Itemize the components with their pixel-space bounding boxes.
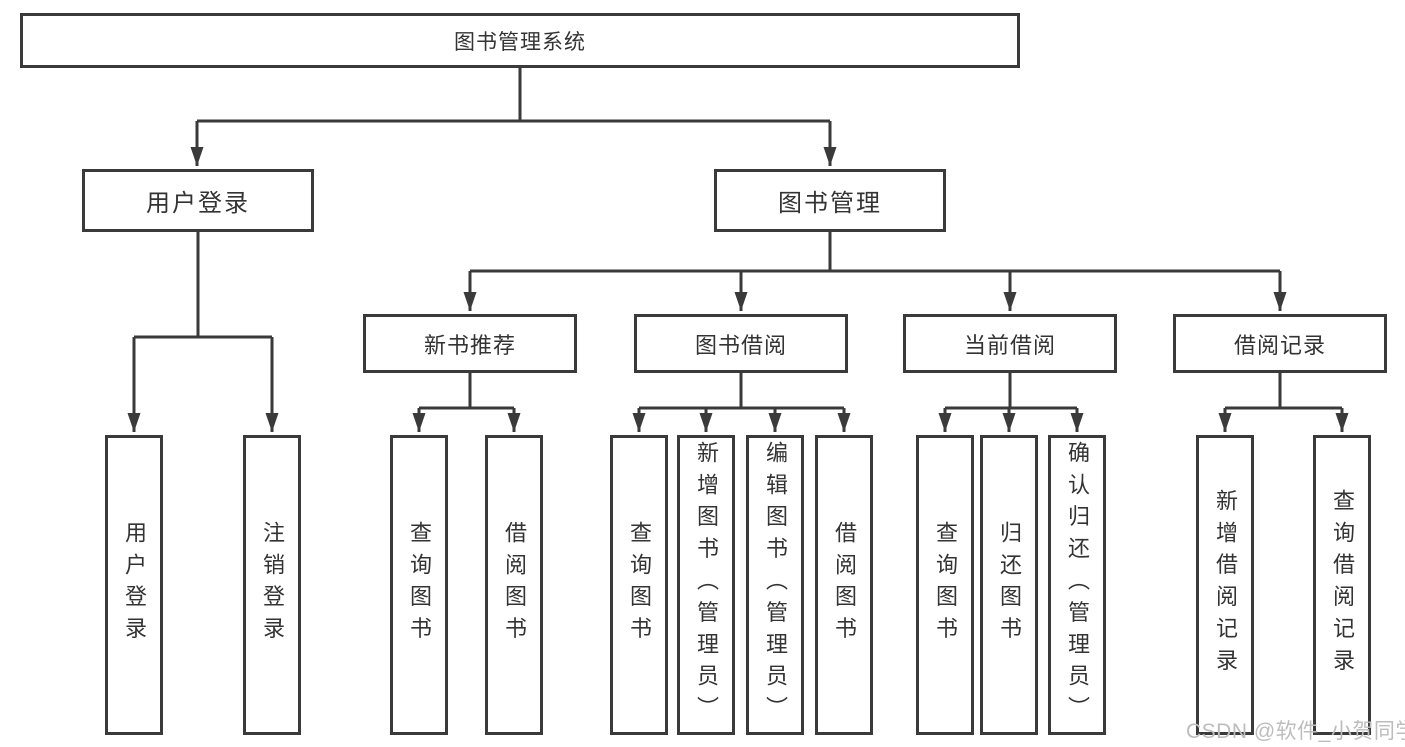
leaf-add-books-admin: 新增图书（管理员） xyxy=(677,435,735,735)
node-label: 图书管理 xyxy=(778,190,882,217)
node-label: 新增借阅记录 xyxy=(1213,489,1238,681)
node-label: 查询借阅记录 xyxy=(1330,489,1355,681)
leaf-borrow-books: 借阅图书 xyxy=(815,435,873,735)
leaf-logout: 注销登录 xyxy=(243,435,301,735)
node-label: 编辑图书（管理员） xyxy=(763,441,788,729)
node-label: 用户登录 xyxy=(122,521,147,649)
node-label: 用户登录 xyxy=(146,190,250,217)
node-label: 查询图书 xyxy=(407,521,432,649)
node-label: 借阅记录 xyxy=(1233,332,1326,358)
leaf-query-books-recommend: 查询图书 xyxy=(390,435,448,735)
leaf-query-borrow-record: 查询借阅记录 xyxy=(1313,435,1371,735)
leaf-add-borrow-record: 新增借阅记录 xyxy=(1196,435,1254,735)
node-label: 借阅图书 xyxy=(832,521,857,649)
leaf-query-books-borrowing: 查询图书 xyxy=(610,435,668,735)
node-label: 图书借阅 xyxy=(694,332,787,358)
leaf-edit-books-admin: 编辑图书（管理员） xyxy=(746,435,804,735)
node-new-book-recommend: 新书推荐 xyxy=(363,314,577,373)
node-label: 查询图书 xyxy=(933,521,958,649)
node-label: 查询图书 xyxy=(627,521,652,649)
node-book-management: 图书管理 xyxy=(714,169,946,232)
node-label: 新增图书（管理员） xyxy=(694,441,719,729)
node-user-login: 用户登录 xyxy=(82,169,314,232)
node-library-management-system: 图书管理系统 xyxy=(20,13,1020,68)
node-label: 当前借阅 xyxy=(963,332,1056,358)
leaf-confirm-return-admin: 确认归还（管理员） xyxy=(1048,435,1106,735)
node-book-borrowing: 图书借阅 xyxy=(634,314,848,373)
node-label: 图书管理系统 xyxy=(454,30,586,54)
leaf-borrow-books-recommend: 借阅图书 xyxy=(485,435,543,735)
watermark: CSDN @软件_小贺同学 xyxy=(1186,720,1405,743)
leaf-query-books-current: 查询图书 xyxy=(916,435,974,735)
node-label: 注销登录 xyxy=(260,521,285,649)
node-label: 确认归还（管理员） xyxy=(1065,441,1090,729)
leaf-return-books: 归还图书 xyxy=(980,435,1038,735)
node-label: 借阅图书 xyxy=(502,521,527,649)
node-current-borrowing: 当前借阅 xyxy=(903,314,1117,373)
node-label: 归还图书 xyxy=(997,521,1022,649)
node-borrowing-records: 借阅记录 xyxy=(1173,314,1387,373)
node-label: 新书推荐 xyxy=(423,332,516,358)
leaf-user-login: 用户登录 xyxy=(105,435,163,735)
